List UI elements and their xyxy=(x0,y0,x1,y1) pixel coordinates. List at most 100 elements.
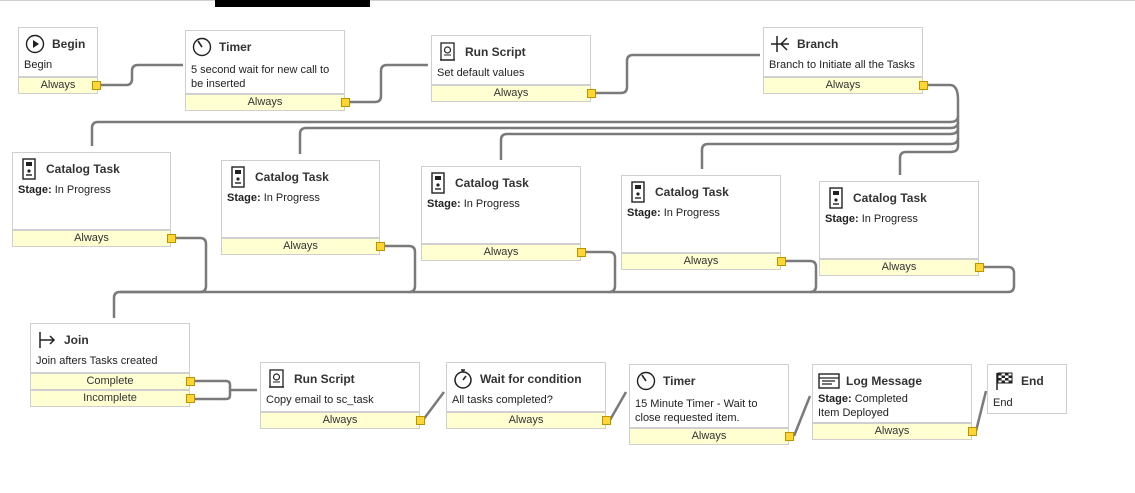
checkered-flag-icon xyxy=(993,370,1015,392)
connector-log-end xyxy=(974,390,988,432)
connector-timer-runscript xyxy=(350,63,428,104)
connector-branch-catalog5 xyxy=(898,138,960,175)
catalog-task-activity-4[interactable]: Catalog Task Stage: In Progress xyxy=(621,175,781,253)
catalog-task-icon xyxy=(227,166,249,188)
exit-port[interactable] xyxy=(968,427,977,436)
exit-port[interactable] xyxy=(919,81,928,90)
exit-port[interactable] xyxy=(602,416,611,425)
stage-label: Stage: xyxy=(427,198,461,210)
wait-header: Wait for condition xyxy=(452,367,582,391)
catalog-task-icon xyxy=(825,187,847,209)
stage-value: In Progress xyxy=(861,213,918,225)
activity-title: Catalog Task xyxy=(46,162,120,176)
stage-label: Stage: xyxy=(818,393,852,405)
end-activity[interactable]: End End xyxy=(987,364,1067,414)
stage-value: Completed xyxy=(854,393,908,405)
connector-catalog5-join xyxy=(810,265,1016,294)
stage-value: In Progress xyxy=(663,207,720,219)
redaction-bar xyxy=(215,0,370,7)
run-script-activity[interactable]: Run Script Set default values xyxy=(431,35,591,85)
branch-activity[interactable]: Branch Branch to Initiate all the Tasks xyxy=(763,27,923,77)
exit-condition-label: Always xyxy=(18,77,98,94)
timer-activity[interactable]: Timer 15 Minute Timer - Wait to close re… xyxy=(629,364,789,428)
connector-runscript2-wait xyxy=(422,391,445,421)
catalog-task-activity-3[interactable]: Catalog Task Stage: In Progress xyxy=(421,166,581,244)
activity-description: Begin xyxy=(24,59,53,71)
exit-port[interactable] xyxy=(416,416,425,425)
activity-title: Catalog Task xyxy=(853,191,927,205)
activity-title: Wait for condition xyxy=(480,372,582,386)
exit-port[interactable] xyxy=(341,98,350,107)
exit-port[interactable] xyxy=(186,394,195,403)
top-border xyxy=(0,0,1135,1)
run-script-activity[interactable]: Run Script Copy email to sc_task xyxy=(260,362,420,412)
wait-for-condition-activity[interactable]: Wait for condition All tasks completed? xyxy=(446,362,606,412)
begin-activity[interactable]: Begin Begin xyxy=(18,27,98,77)
stage-label: Stage: xyxy=(18,184,52,196)
exit-condition-label: Always xyxy=(421,244,581,261)
exit-condition-label: Always xyxy=(812,423,972,440)
exit-port[interactable] xyxy=(577,248,586,257)
exit-port[interactable] xyxy=(376,242,385,251)
stage-value: In Progress xyxy=(463,198,520,210)
connector-catalog1-join xyxy=(112,236,208,318)
activity-description: 5 second wait for new call to be inserte… xyxy=(191,64,330,90)
catalog-task-icon xyxy=(627,181,649,203)
activity-description: End xyxy=(993,397,1013,409)
exit-condition-label: Always xyxy=(446,412,606,429)
exit-condition-label: Incomplete xyxy=(30,390,190,407)
connector-timer-log xyxy=(792,395,812,437)
catalog-task-activity-2[interactable]: Catalog Task Stage: In Progress xyxy=(221,160,380,238)
exit-port[interactable] xyxy=(186,377,195,386)
activity-description: Join afters Tasks created xyxy=(36,355,158,367)
exit-port[interactable] xyxy=(92,81,101,90)
activity-title: Log Message xyxy=(846,374,923,388)
exit-condition-label: Always xyxy=(819,259,979,276)
exit-port[interactable] xyxy=(587,89,596,98)
activity-description: 15 Minute Timer - Wait to close requeste… xyxy=(635,398,758,424)
activity-description: Stage: In Progress xyxy=(427,197,576,211)
activity-description: Stage: In Progress xyxy=(627,206,776,220)
log-message-activity[interactable]: Log Message Stage: Completed Item Deploy… xyxy=(812,364,972,423)
connector-runscript-branch xyxy=(596,53,760,95)
catalog-task-header: Catalog Task xyxy=(825,186,927,210)
end-header: End xyxy=(993,369,1044,393)
stopwatch-icon xyxy=(452,368,474,390)
exit-condition-label: Always xyxy=(221,238,380,255)
connector-wait-timer xyxy=(608,391,628,421)
exit-port[interactable] xyxy=(975,263,984,272)
activity-description: Stage: In Progress xyxy=(227,191,375,205)
exit-condition-label: Always xyxy=(260,412,420,429)
stage-label: Stage: xyxy=(825,213,859,225)
activity-title: Catalog Task xyxy=(455,176,529,190)
play-icon xyxy=(24,33,46,55)
stage-label: Stage: xyxy=(627,207,661,219)
catalog-task-activity-1[interactable]: Catalog Task Stage: In Progress xyxy=(12,152,171,230)
activity-title: End xyxy=(1021,374,1044,388)
exit-condition-label: Always xyxy=(621,253,781,270)
stage-value: In Progress xyxy=(54,184,111,196)
log-icon xyxy=(818,370,840,392)
activity-title: Begin xyxy=(52,37,86,51)
activity-title: Timer xyxy=(219,40,252,54)
activity-title: Run Script xyxy=(294,372,355,386)
timer-activity[interactable]: Timer 5 second wait for new call to be i… xyxy=(185,30,345,94)
exit-port[interactable] xyxy=(785,432,794,441)
exit-port[interactable] xyxy=(777,257,786,266)
join-icon xyxy=(36,329,58,351)
exit-condition-label: Always xyxy=(431,85,591,102)
script-icon xyxy=(266,368,288,390)
run-script-header: Run Script xyxy=(437,40,526,64)
run-script-header: Run Script xyxy=(266,367,355,391)
exit-port[interactable] xyxy=(167,234,176,243)
log-message-header: Log Message xyxy=(818,369,922,393)
activity-description: Stage: In Progress xyxy=(18,183,166,197)
catalog-task-activity-5[interactable]: Catalog Task Stage: In Progress xyxy=(819,181,979,259)
activity-title: Catalog Task xyxy=(255,170,329,184)
activity-description: Branch to Initiate all the Tasks xyxy=(769,59,915,71)
script-icon xyxy=(437,41,459,63)
timer-header: Timer xyxy=(191,35,251,59)
join-activity[interactable]: Join Join afters Tasks created xyxy=(30,323,190,373)
catalog-task-header: Catalog Task xyxy=(427,171,529,195)
